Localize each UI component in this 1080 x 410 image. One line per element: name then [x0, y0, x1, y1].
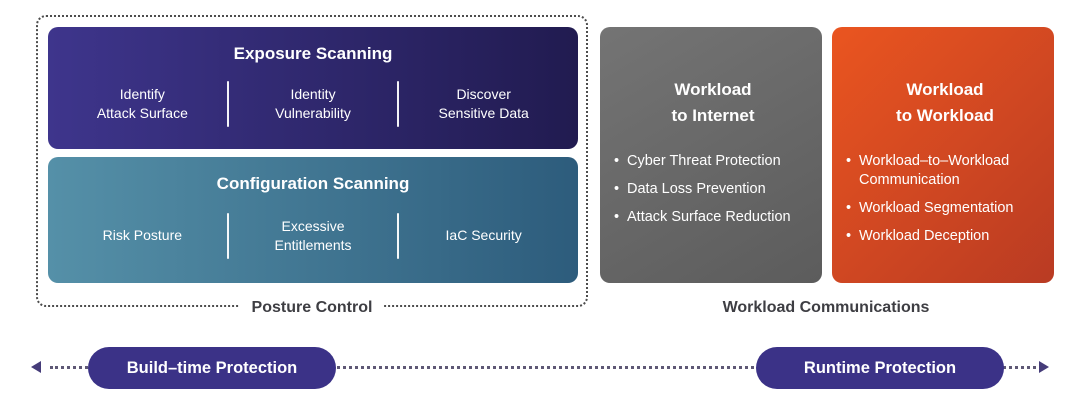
exposure-item-discover-sensitive-data: Discover Sensitive Data	[438, 85, 529, 121]
workload-to-workload-bullets: • Workload–to–Workload Communication • W…	[846, 152, 1044, 245]
bullet-item: • Workload–to–Workload Communication	[846, 152, 1044, 190]
column-divider	[397, 212, 400, 259]
right-arrow-icon	[1039, 361, 1049, 373]
column-divider	[226, 80, 229, 127]
posture-control-label: Posture Control	[36, 299, 588, 317]
runtime-protection-pill: Runtime Protection	[756, 347, 1004, 389]
exposure-item-identity-vulnerability: Identity Vulnerability	[275, 85, 351, 121]
bullet-marker: •	[846, 199, 852, 216]
bullet-item: • Workload Segmentation	[846, 199, 1044, 218]
bullet-item: • Workload Deception	[846, 227, 1044, 246]
configuration-scanning-items: Risk Posture Excessive Entitlements IaC …	[48, 194, 578, 283]
column-divider	[397, 80, 400, 127]
exposure-scanning-box: Exposure Scanning Identify Attack Surfac…	[48, 27, 578, 149]
bullet-label: Workload Deception	[859, 227, 990, 244]
configuration-scanning-box: Configuration Scanning Risk Posture Exce…	[48, 157, 578, 283]
configuration-item-excessive-entitlements: Excessive Entitlements	[274, 217, 352, 253]
workload-to-workload-card: Workload to Workload • Workload–to–Workl…	[832, 27, 1054, 283]
workload-to-internet-card: Workload to Internet • Cyber Threat Prot…	[600, 27, 822, 283]
timeline-dotted-line	[50, 366, 1036, 369]
bullet-marker: •	[846, 153, 852, 169]
workload-communications-label: Workload Communications	[722, 299, 930, 316]
bullet-marker: •	[614, 153, 620, 169]
bullet-item: • Data Loss Prevention	[614, 180, 812, 199]
bullet-label: Workload Segmentation	[859, 199, 1014, 216]
exposure-item-identify-attack-surface: Identify Attack Surface	[96, 85, 188, 121]
bullet-item: • Attack Surface Reduction	[614, 208, 812, 227]
bullet-marker: •	[846, 227, 852, 244]
configuration-scanning-title: Configuration Scanning	[216, 174, 410, 193]
configuration-item-iac-security: IaC Security	[445, 227, 522, 244]
workload-to-internet-bullets: • Cyber Threat Protection • Data Loss Pr…	[614, 152, 812, 227]
workload-to-internet-title: Workload to Internet	[671, 80, 755, 125]
bullet-marker: •	[614, 180, 620, 197]
bullet-marker: •	[614, 208, 620, 225]
configuration-item-risk-posture: Risk Posture	[102, 227, 183, 244]
exposure-scanning-title: Exposure Scanning	[233, 44, 393, 63]
bullet-label: Data Loss Prevention	[627, 180, 766, 197]
exposure-scanning-items: Identify Attack Surface Identity Vulnera…	[48, 64, 578, 149]
column-divider	[226, 212, 229, 259]
left-arrow-icon	[31, 361, 41, 373]
bullet-label: Workload–to–Workload Communication	[859, 153, 1010, 188]
bullet-item: • Cyber Threat Protection	[614, 152, 812, 171]
workload-to-workload-title: Workload to Workload	[896, 80, 994, 125]
bullet-label: Attack Surface Reduction	[627, 208, 791, 225]
build-time-protection-pill: Build–time Protection	[88, 347, 336, 389]
bullet-label: Cyber Threat Protection	[627, 153, 781, 169]
